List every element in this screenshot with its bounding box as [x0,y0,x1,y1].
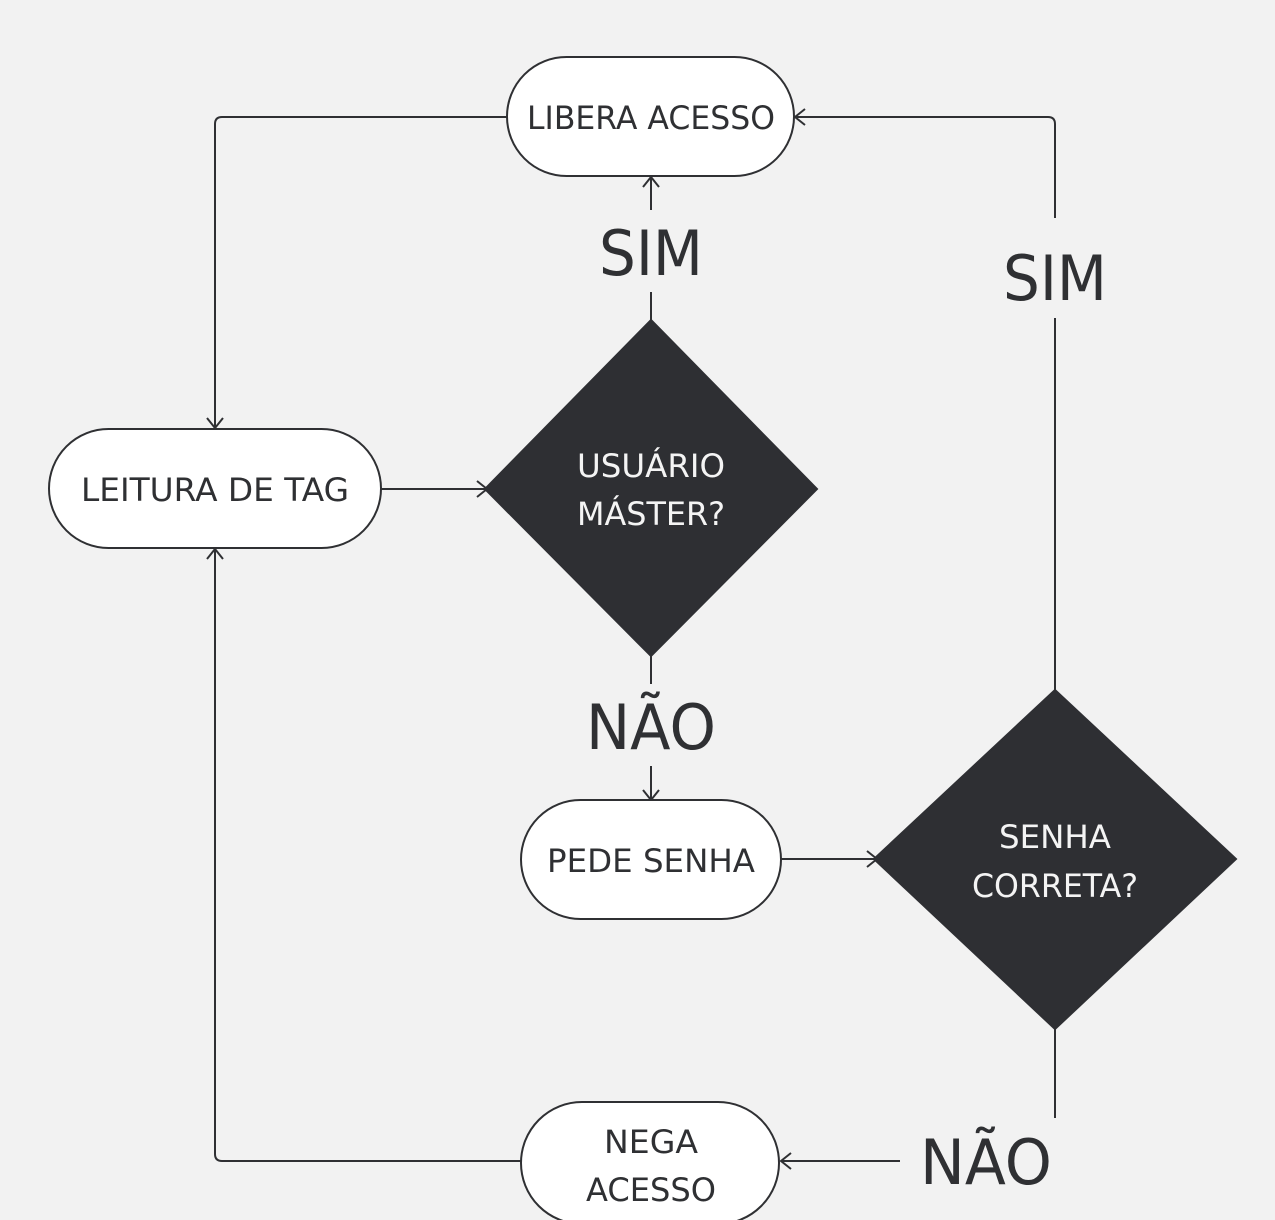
decision-shape [872,688,1238,1031]
terminal-shape [520,1101,780,1220]
node-libera-acesso: LIBERA ACESSO [506,56,795,177]
decision-shape [483,318,819,658]
edge-sim-to-libera-right [795,116,1056,218]
senha-nao-label: NÃO [920,1126,1052,1199]
senha-correta-label-line1: SENHA [999,818,1111,856]
usuario-master-label-line2: MÁSTER? [577,495,725,533]
pede-senha-label: PEDE SENHA [547,842,755,880]
senha-correta-label-line2: CORRETA? [972,867,1138,905]
master-nao-label: NÃO [586,691,716,764]
terminal-shape [520,799,782,920]
usuario-master-label-line1: USUÁRIO [577,447,725,485]
leitura-de-tag-label: LEITURA DE TAG [81,471,349,509]
node-usuario-master: USUÁRIO MÁSTER? [483,318,819,658]
arrowhead-libera-right [793,108,806,126]
terminal-shape [506,56,795,177]
node-pede-senha: PEDE SENHA [520,799,782,920]
node-senha-correta: SENHA CORRETA? [872,688,1238,1031]
edge-nega-to-leitura [214,549,521,1162]
libera-acesso-label: LIBERA ACESSO [527,99,775,137]
nega-acesso-label-line1: NEGA [604,1123,698,1161]
terminal-shape [48,428,382,549]
senha-sim-label: SIM [1003,242,1107,315]
nega-acesso-label-line2: ACESSO [586,1171,716,1209]
node-nega-acesso: NEGA ACESSO [520,1101,780,1220]
node-leitura-de-tag: LEITURA DE TAG [48,428,382,549]
arrowhead-nega-right [779,1152,792,1170]
master-sim-label: SIM [599,217,703,290]
edge-libera-to-leitura [214,116,507,428]
